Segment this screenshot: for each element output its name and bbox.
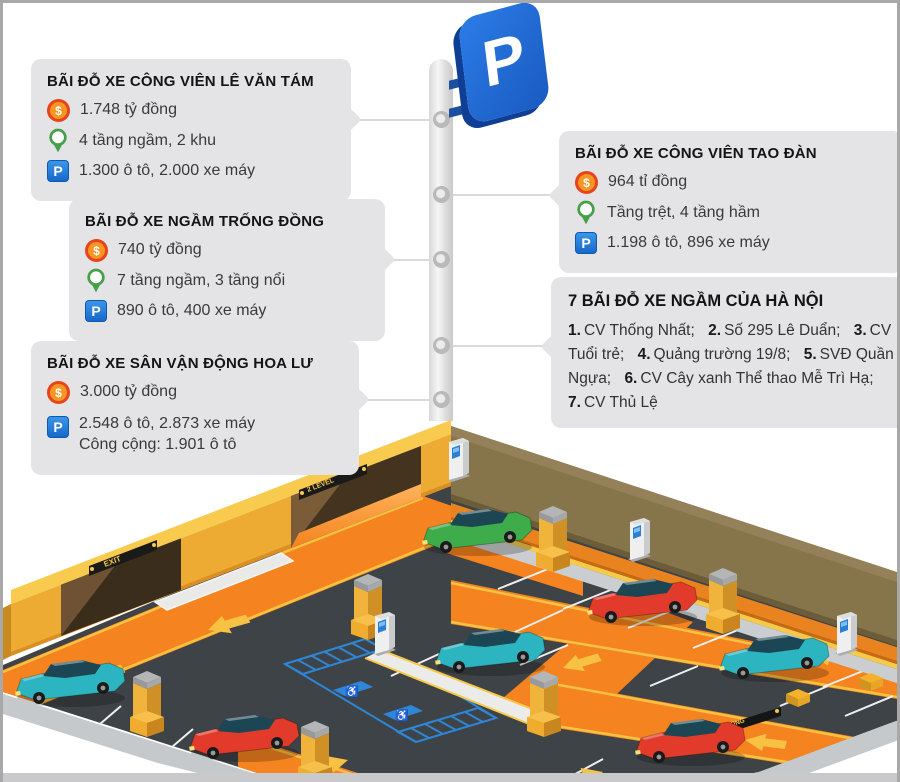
wheelchair-icon: ♿ xyxy=(345,685,359,698)
callout-row: $ 3.000 tỷ đồng xyxy=(47,381,343,404)
pillar xyxy=(536,506,570,572)
parking-chip-icon: P xyxy=(575,232,597,254)
parking-chip-icon: P xyxy=(85,300,107,322)
connector-line xyxy=(451,345,555,347)
callout-title: BÃI ĐỖ XE CÔNG VIÊN TAO ĐÀN xyxy=(575,145,817,162)
callout-trong-dong: BÃI ĐỖ XE NGẦM TRỐNG ĐỒNG $ 740 tỷ đồng … xyxy=(69,199,396,341)
callout-row: 7 tầng ngầm, 3 tầng nổi xyxy=(85,268,369,294)
pillar xyxy=(130,671,164,737)
connector-line xyxy=(303,119,443,121)
sign-bracket xyxy=(449,77,463,90)
callout-row: $ 964 tỉ đồng xyxy=(575,171,887,194)
payment-kiosk xyxy=(628,518,651,562)
list-body: 1.CV Thống Nhất; 2.Số 295 Lê Duẩn; 3.CV … xyxy=(568,319,897,415)
parking-sign-face: P xyxy=(457,3,551,126)
callout-title: BÃI ĐỖ XE NGẦM TRỐNG ĐỒNG xyxy=(85,213,325,230)
callout-pointer xyxy=(371,247,396,272)
location-pin-icon xyxy=(49,128,67,153)
list-item: 6.CV Cây xanh Thể thao Mễ Trì Hạ; xyxy=(624,370,874,388)
pole-joint xyxy=(433,337,450,354)
list-item: 1.CV Thống Nhất; xyxy=(568,322,695,339)
bottom-border-bar xyxy=(3,773,897,782)
payment-kiosk xyxy=(835,612,858,656)
parking-chip-icon: P xyxy=(47,416,69,438)
callout-pointer xyxy=(345,387,370,412)
garage-illustration: ♿ ♿ xyxy=(3,420,897,782)
callout-title: BÃI ĐỖ XE SÂN VẬN ĐỘNG HOA LƯ xyxy=(47,355,314,372)
callout-row: Tầng trệt, 4 tầng hầm xyxy=(575,200,887,226)
callout-pointer xyxy=(337,107,362,132)
callout-tao-dan: BÃI ĐỖ XE CÔNG VIÊN TAO ĐÀN $ 964 tỉ đồn… xyxy=(548,131,897,273)
callout-row: $ 740 tỷ đồng xyxy=(85,239,369,262)
payment-kiosk xyxy=(447,438,470,482)
callout-row: P 1.300 ô tô, 2.000 xe máy xyxy=(47,160,335,182)
pole-joint xyxy=(433,391,450,408)
connector-line xyxy=(451,194,563,196)
pole-joint xyxy=(433,251,450,268)
money-icon: $ xyxy=(575,171,598,194)
location-pin-icon xyxy=(577,200,595,225)
callout-hoa-lu: BÃI ĐỖ XE SÂN VẬN ĐỘNG HOA LƯ $ 3.000 tỷ… xyxy=(31,341,370,475)
pillar xyxy=(706,568,740,634)
list-item: 3.CV Tuổi trẻ; xyxy=(568,322,892,364)
sign-bracket xyxy=(449,105,463,118)
callout-7-garages-list: 7 BÃI ĐỖ XE NGẦM CỦA HÀ NỘI 1.CV Thống N… xyxy=(540,277,897,429)
callout-row: 4 tầng ngầm, 2 khu xyxy=(47,128,335,154)
money-icon: $ xyxy=(85,239,108,262)
callout-row: P 1.198 ô tô, 896 xe máy xyxy=(575,232,887,254)
location-pin-icon xyxy=(87,268,105,293)
callout-title: BÃI ĐỖ XE CÔNG VIÊN LÊ VĂN TÁM xyxy=(47,73,314,90)
money-icon: $ xyxy=(47,99,70,122)
handicap-signs: ♿ ♿ xyxy=(333,681,423,722)
list-item: 2.Số 295 Lê Duẩn; xyxy=(708,322,841,339)
money-icon: $ xyxy=(47,381,70,404)
curb-blocks xyxy=(786,673,883,707)
pillar xyxy=(527,671,561,737)
parking-chip-icon: P xyxy=(47,160,69,182)
connector-line xyxy=(313,399,443,401)
callout-row: $ 1.748 tỷ đồng xyxy=(47,99,335,122)
callout-pointer xyxy=(540,334,565,359)
parking-sign-board: P xyxy=(449,3,555,139)
callout-row: P 2.548 ô tô, 2.873 xe máy Công cộng: 1.… xyxy=(47,414,343,456)
list-item: 5.SVĐ Quần Ngựa; xyxy=(568,346,894,388)
callout-le-van-tam: BÃI ĐỖ XE CÔNG VIÊN LÊ VĂN TÁM $ 1.748 t… xyxy=(31,59,362,201)
list-item: 4.Quảng trường 19/8; xyxy=(637,346,791,364)
callout-row: P 890 ô tô, 400 xe máy xyxy=(85,300,369,322)
entrance-ramp-opening xyxy=(291,446,421,548)
list-item: 7.CV Thủ Lệ xyxy=(568,394,658,412)
parking-sign-letter: P xyxy=(478,18,529,102)
exit-ramp-opening xyxy=(61,538,181,636)
list-title: 7 BÃI ĐỖ XE NGẦM CỦA HÀ NỘI xyxy=(568,292,824,310)
callout-pointer xyxy=(548,183,573,208)
walkway xyxy=(153,552,295,611)
wheelchair-icon: ♿ xyxy=(395,709,409,722)
pole-joint xyxy=(433,186,450,203)
pole-joint xyxy=(433,111,450,128)
payment-kiosk xyxy=(373,612,396,656)
